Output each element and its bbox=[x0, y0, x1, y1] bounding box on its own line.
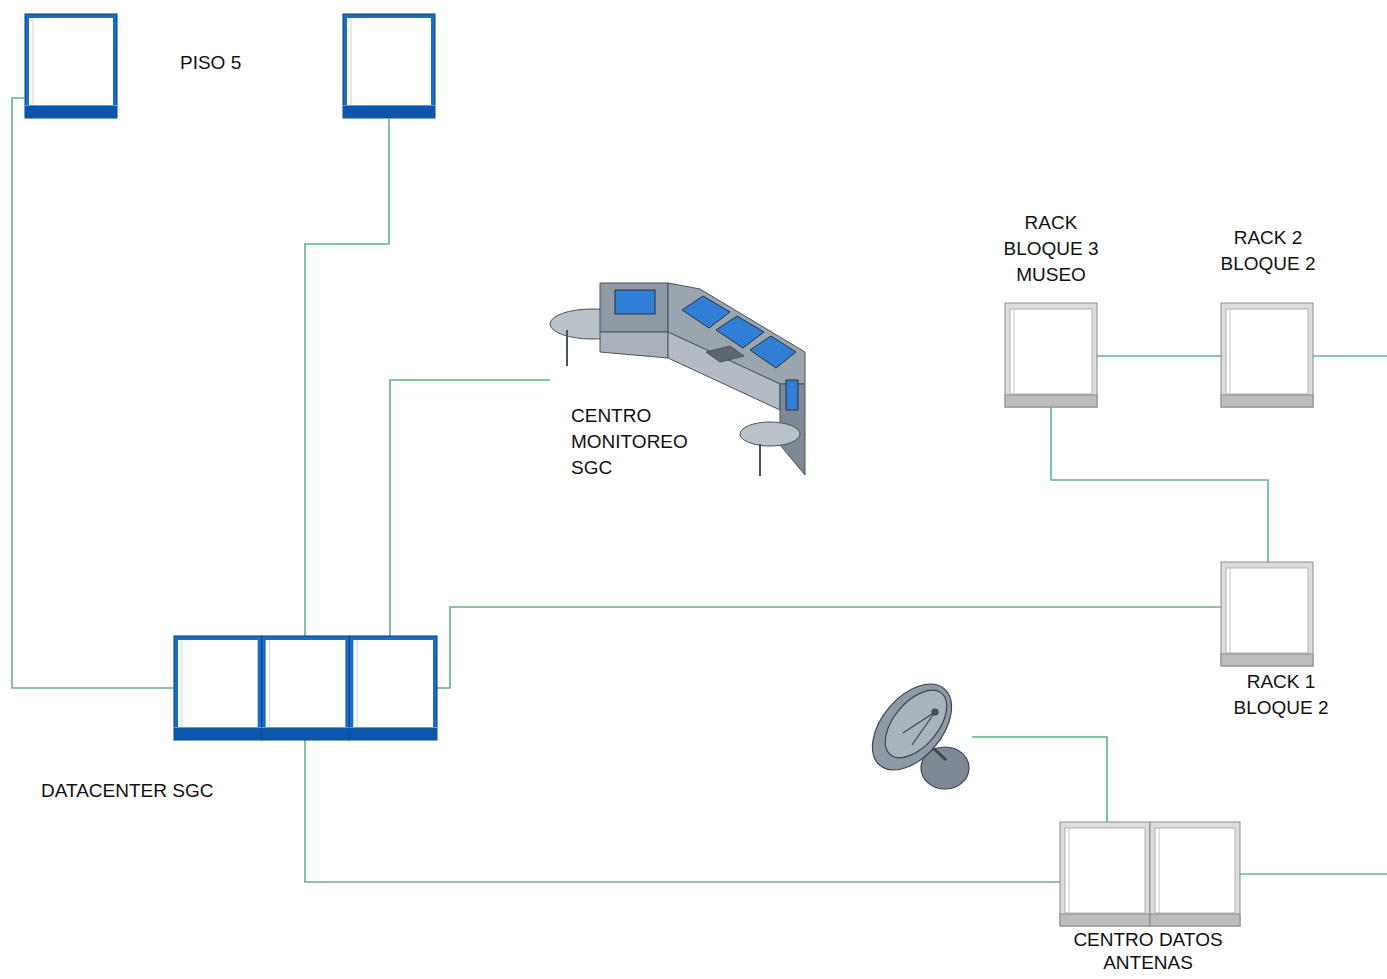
floor-rack bbox=[343, 14, 435, 118]
node-label: CENTRO MONITOREO SGC bbox=[571, 403, 721, 481]
console-node: CENTRO MONITOREO SGC bbox=[550, 283, 806, 483]
node-label: DATACENTER SGC bbox=[41, 778, 213, 804]
floor-label: PISO 5 bbox=[180, 52, 241, 73]
cable bbox=[12, 98, 1387, 874]
node-label: CENTRO DATOS ANTENAS bbox=[1056, 928, 1240, 974]
label-holder: PISO 5 bbox=[180, 50, 241, 76]
datacenter-node: DATACENTER SGC bbox=[41, 636, 437, 804]
rack-icon bbox=[1060, 822, 1240, 926]
network-link bbox=[1097, 355, 1221, 357]
rack-icon bbox=[1221, 562, 1313, 666]
rack-icon bbox=[1005, 303, 1097, 407]
network-link bbox=[437, 607, 1221, 688]
rack-node: RACK 2 BLOQUE 2 bbox=[1208, 225, 1328, 407]
network-link bbox=[390, 380, 550, 636]
antenna-illustration bbox=[857, 669, 969, 789]
node-label: RACK 1 BLOQUE 2 bbox=[1221, 669, 1341, 721]
datacenter-node: CENTRO DATOS ANTENAS bbox=[1056, 822, 1240, 974]
floor-rack bbox=[25, 14, 117, 118]
rack-icon bbox=[174, 636, 437, 740]
console-illustration bbox=[550, 283, 805, 476]
node-label: RACK 2 BLOQUE 2 bbox=[1208, 225, 1328, 277]
rack-node: RACK 1 BLOQUE 2 bbox=[1221, 562, 1341, 721]
network-link bbox=[305, 740, 1060, 882]
network-link bbox=[1051, 407, 1268, 562]
rack-node: RACK BLOQUE 3 MUSEO bbox=[991, 210, 1111, 407]
node-label: RACK BLOQUE 3 MUSEO bbox=[991, 210, 1111, 288]
rack-icon bbox=[1221, 303, 1313, 407]
